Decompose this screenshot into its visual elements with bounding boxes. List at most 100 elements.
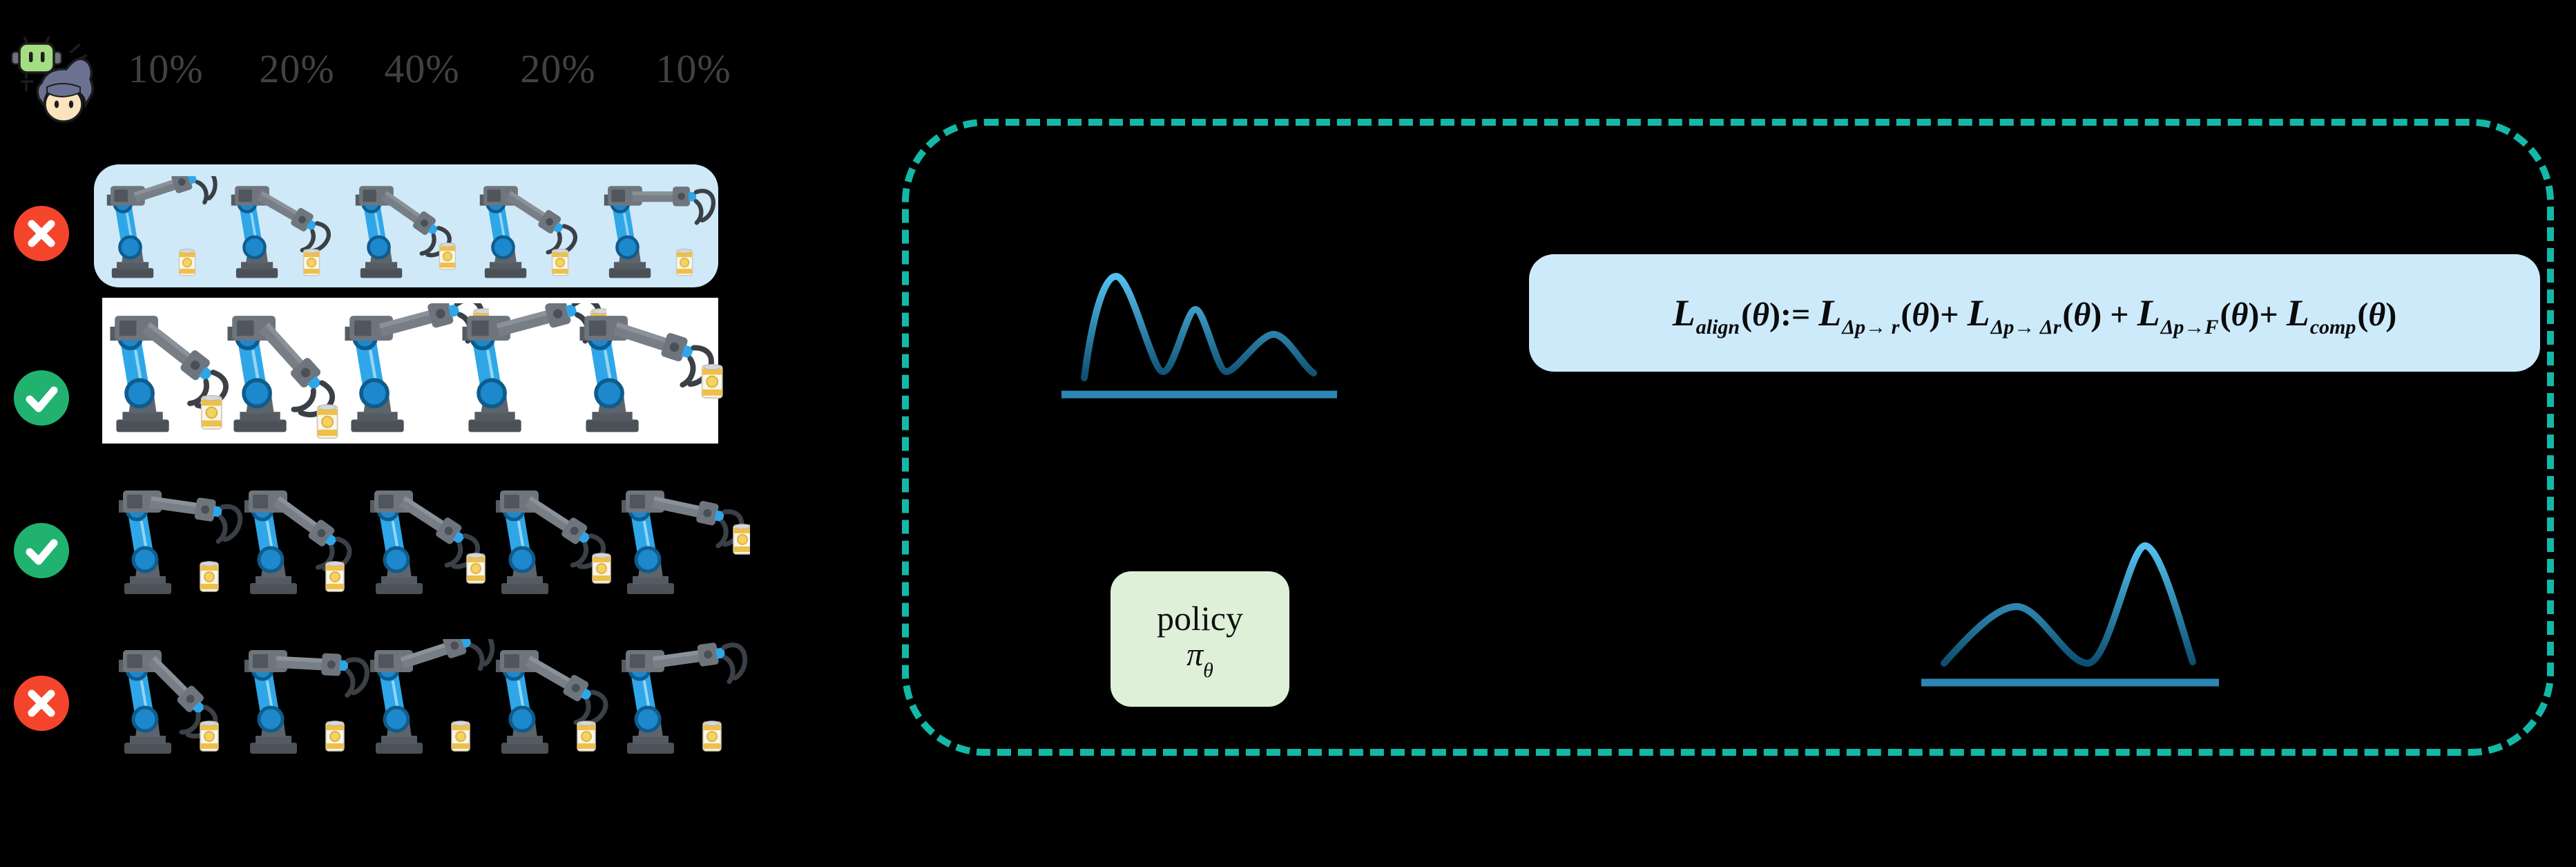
can-object <box>592 553 611 584</box>
can-object <box>702 721 722 752</box>
claw-inner-prong <box>215 515 228 544</box>
robot-forearm-claw <box>652 642 747 685</box>
robot-forearm-claw <box>652 496 744 549</box>
robot-forearm-claw <box>259 322 335 418</box>
claw-inner-prong <box>715 520 729 549</box>
robot-upper-arm <box>376 658 410 733</box>
claw-inner-prong <box>444 542 463 568</box>
can-object <box>178 249 196 276</box>
robot-arm-frame <box>496 490 611 594</box>
robot-shoulder-housing <box>119 650 162 672</box>
can-object <box>325 721 345 752</box>
claw-inner-prong <box>680 356 696 388</box>
claw-outer-prong <box>721 642 747 680</box>
robot-arm-frame <box>345 303 489 432</box>
can-object <box>439 242 456 270</box>
trajectory-row-4 <box>104 633 747 764</box>
robot-arm-frame <box>622 490 750 594</box>
can-object <box>733 524 750 555</box>
reward-curve-bottom-line <box>1941 542 2196 667</box>
claw-inner-prong <box>291 388 316 412</box>
robot-forearm-claw <box>276 653 369 698</box>
robot-arm-frame <box>579 316 723 432</box>
claw-outer-prong <box>466 639 495 667</box>
accepted-check-icon <box>13 370 70 426</box>
robot-forearm-claw <box>149 496 243 544</box>
training-panel-dashed-box <box>902 119 2554 756</box>
can-object <box>200 721 219 752</box>
robot-arm-frame <box>370 639 495 754</box>
robot-arm-frame <box>622 642 747 754</box>
claw-inner-prong <box>573 698 591 725</box>
robot-arm-frame <box>106 176 218 278</box>
claw-outer-prong <box>345 657 369 696</box>
percentage-label: 10% <box>128 46 204 91</box>
claw-inner-prong <box>570 542 589 568</box>
claw-inner-prong <box>195 180 209 204</box>
robot-forearm-claw <box>381 191 452 258</box>
robot-forearm-claw <box>524 496 606 569</box>
reward-curve-bottom <box>1921 542 2219 687</box>
robot-upper-arm <box>361 193 391 260</box>
trajectory-row-3 <box>104 473 750 604</box>
robot-forearm-claw <box>505 191 577 256</box>
can-object <box>675 249 693 276</box>
percentage-label: 10% <box>655 46 731 91</box>
robot-arm-frame <box>227 316 338 439</box>
claw-inner-prong <box>470 643 485 671</box>
rejected-cross-icon <box>13 205 70 262</box>
robot-arm-frame <box>119 490 243 594</box>
claw-outer-prong <box>192 176 218 201</box>
robot-arm-frame <box>244 490 352 594</box>
robot-arm-frame <box>119 650 219 754</box>
claw-inner-prong <box>315 544 335 570</box>
can-object <box>577 721 596 752</box>
policy-box: policy πθ <box>1111 571 1289 707</box>
robot-shoulder-housing <box>370 650 413 672</box>
robot-arm-frame <box>355 186 456 278</box>
claw-inner-prong <box>419 233 436 256</box>
claw-outer-prong <box>220 504 243 542</box>
robot-arm-frame <box>231 186 331 278</box>
robot-forearm-claw <box>273 496 352 572</box>
claw-inner-prong <box>722 655 736 685</box>
rejected-cross-icon <box>13 675 70 732</box>
can-object <box>551 249 569 276</box>
robot-forearm-claw <box>613 322 714 388</box>
robot-forearm-claw <box>400 639 495 671</box>
robot-arm-frame <box>244 650 369 754</box>
accepted-check-icon <box>13 522 70 579</box>
percentage-label: 40% <box>384 46 460 91</box>
can-object <box>451 721 470 752</box>
claw-inner-prong <box>187 379 209 406</box>
reward-curve-top-line <box>1081 272 1317 381</box>
robot-head-icon <box>10 36 63 91</box>
robot-arm-frame <box>496 650 608 754</box>
trajectory-row-2 <box>102 298 723 444</box>
percentage-label: 20% <box>520 46 596 91</box>
claw-inner-prong <box>546 231 562 255</box>
human-head-icon <box>36 43 94 123</box>
robot-and-human-icons <box>10 36 94 123</box>
robot-arm-frame <box>604 186 715 278</box>
claw-outer-prong <box>693 189 715 223</box>
claw-inner-prong <box>179 712 201 735</box>
robot-arm-frame <box>370 490 486 594</box>
claw-inner-prong <box>345 668 356 698</box>
policy-symbol: πθ <box>1186 636 1213 682</box>
robot-arm-frame <box>479 186 577 278</box>
can-object <box>701 364 723 399</box>
can-object <box>302 249 320 276</box>
robot-shoulder-housing <box>106 186 145 206</box>
policy-label: policy <box>1157 599 1243 638</box>
reward-curve-top <box>1061 272 1337 399</box>
can-object <box>200 561 219 592</box>
can-object <box>316 404 338 439</box>
